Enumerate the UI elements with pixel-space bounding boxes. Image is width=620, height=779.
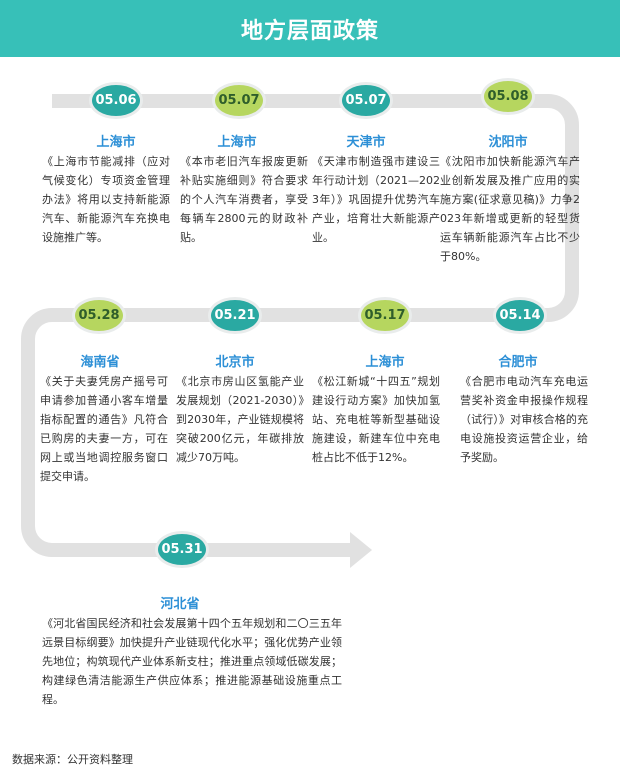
policy-text-3: 《天津市制造强市建设三年行动计划（2021—2023年）》巩固提升优势汽车产业，… [312, 155, 440, 244]
policy-text-4: 《沈阳市加快新能源汽车产业创新发展及推广应用的实施方案(征求意见稿)》力争202… [440, 155, 580, 263]
policy-text-5: 《合肥市电动汽车充电运营奖补资金申报操作规程（试行）》对审核合格的充电设施投资运… [460, 375, 588, 464]
date-badge-2: 05.07 [212, 82, 266, 119]
date-badge-5: 05.14 [493, 297, 547, 334]
city-label-1: 上海市 [96, 135, 136, 150]
policy-text-6: 《松江新城“十四五”规划建设行动方案》加快加氢站、充电桩等新型基础设施建设，新建… [312, 375, 440, 464]
date-badge-8: 05.28 [72, 297, 126, 334]
city-label-7: 北京市 [215, 355, 255, 370]
policy-text-1: 《上海市节能减排（应对气候变化）专项资金管理办法》将用以支持新能源汽车、新能源汽… [42, 155, 170, 244]
city-label-8: 海南省 [80, 355, 120, 370]
city-label-9: 河北省 [160, 597, 200, 612]
city-label-5: 合肥市 [498, 355, 538, 370]
policy-text-7: 《北京市房山区氢能产业发展规划（2021-2030）》到2030年，产业链规模将… [176, 375, 304, 464]
city-label-2: 上海市 [217, 135, 257, 150]
policy-text-2: 《本市老旧汽车报废更新补贴实施细则》符合要求的个人汽车消费者，享受每辆车2800… [180, 155, 308, 244]
date-badge-1: 05.06 [89, 82, 143, 119]
header-banner: 地方层面政策 [0, 0, 620, 57]
page-title: 地方层面政策 [240, 18, 379, 44]
timeline-arrowhead [350, 532, 372, 568]
date-badge-3: 05.07 [339, 82, 393, 119]
city-label-3: 天津市 [346, 135, 386, 150]
timeline-path [21, 94, 579, 557]
data-source-note: 数据来源：公开资料整理 [12, 753, 133, 766]
date-badge-4: 05.08 [481, 78, 535, 115]
date-badge-7: 05.21 [208, 297, 262, 334]
policy-text-9: 《河北省国民经济和社会发展第十四个五年规划和二〇三五年远景目标纲要》加快提升产业… [42, 617, 342, 706]
date-badge-9: 05.31 [155, 531, 209, 568]
date-badge-6: 05.17 [358, 297, 412, 334]
city-label-4: 沈阳市 [488, 135, 528, 150]
city-label-6: 上海市 [365, 355, 405, 370]
policy-text-8: 《关于夫妻凭房产摇号可申请参加普通小客车增量指标配置的通告》凡符合已购房的夫妻一… [40, 375, 168, 483]
